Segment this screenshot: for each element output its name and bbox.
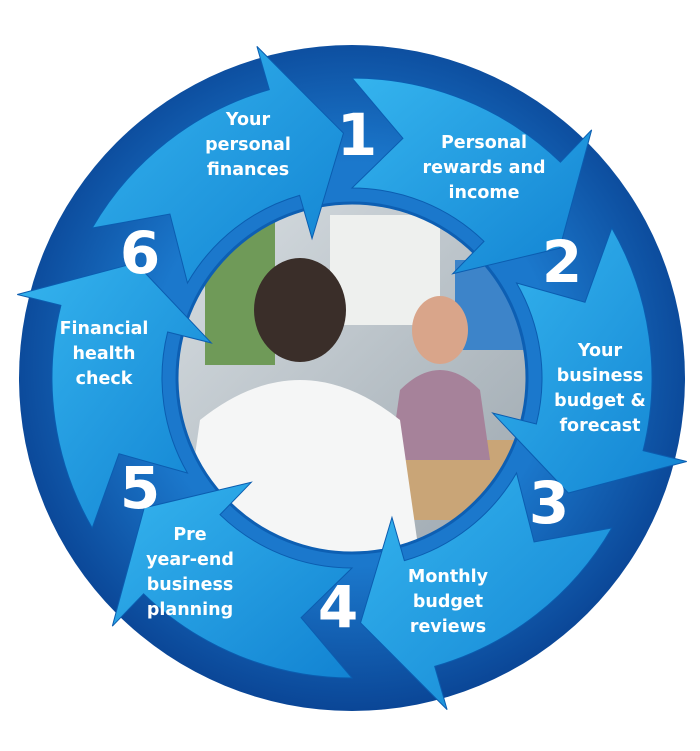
step-1-label-line: Your [225,110,271,130]
step-3-label-line: budget & [554,391,646,411]
step-2-label-line: income [449,183,520,203]
step-1-label-line: finances [207,160,289,180]
step-number-4: 4 [318,573,358,641]
step-6-label-line: Financial [60,319,149,339]
step-1-label-line: personal [205,135,291,155]
step-number-1: 1 [337,101,377,169]
step-number-2: 2 [542,228,582,296]
step-3-label-line: forecast [559,416,640,436]
step-4-label-line: budget [413,592,483,612]
step-6-label-line: health [73,344,136,364]
step-number-6: 6 [120,219,160,287]
step-5-label-line: planning [147,600,233,620]
step-2-label-line: Personal [441,133,527,153]
step-4-label-line: reviews [410,617,486,637]
step-3-label-line: business [557,366,644,386]
step-4-label-line: Monthly [408,567,489,587]
step-5-label-line: year-end [146,550,234,570]
step-2-label-line: rewards and [423,158,546,178]
cycle-arrow-5 [111,481,354,679]
step-number-3: 3 [529,469,569,537]
arrow-group [17,46,687,710]
cycle-arrow-6 [17,262,213,530]
step-number-5: 5 [120,454,160,522]
cycle-arrow-3 [491,226,687,494]
cycle-arrow-2 [350,77,593,275]
cycle-arrow-4 [359,471,613,710]
cycle-arrow-1 [91,46,345,285]
step-6-label-line: check [76,369,133,389]
step-5-label-line: Pre [173,525,206,545]
step-3-label-line: Your [577,341,623,361]
step-5-label-line: business [147,575,234,595]
